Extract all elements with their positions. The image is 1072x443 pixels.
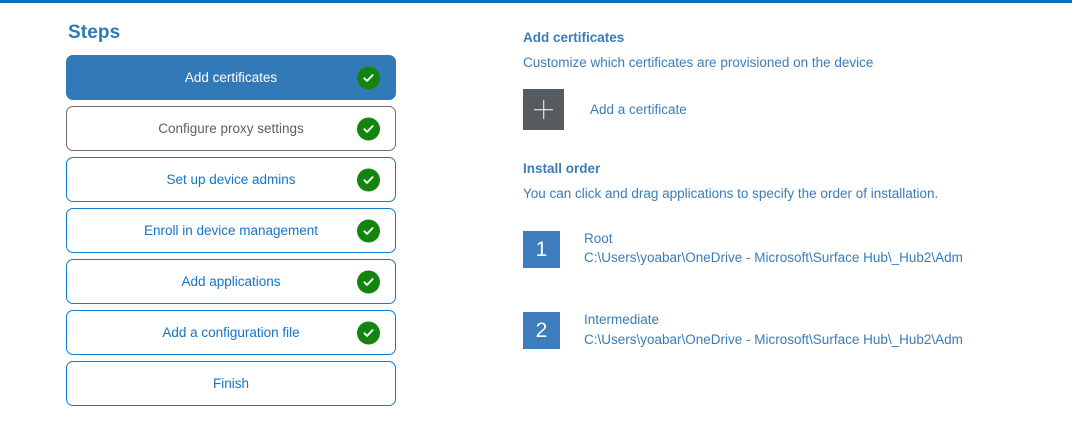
check-circle-icon [357,270,380,293]
add-certificates-heading: Add certificates [523,30,625,45]
step-button-set-up-device-admins[interactable]: Set up device admins [66,157,396,202]
step-button-add-a-configuration-file[interactable]: Add a configuration file [66,310,396,355]
add-a-certificate-button[interactable]: Add a certificate [523,89,687,131]
install-order-heading: Install order [523,161,601,177]
check-circle-icon [357,219,380,242]
step-label: Add a configuration file [162,324,300,340]
add-a-certificate-label: Add a certificate [590,102,687,118]
install-order-number-badge: 2 [523,311,560,349]
step-label: Finish [212,375,249,391]
step-button-add-certificates[interactable]: Add certificates [66,55,396,100]
detail-panel: Add certificates Customize which certifi… [523,30,1043,393]
check-circle-icon [357,168,380,191]
step-button-add-applications[interactable]: Add applications [66,259,396,304]
step-label: Add applications [181,273,281,289]
install-order-path: C:\Users\yoabar\OneDrive - Microsoft\Sur… [584,250,963,266]
top-accent-bar [0,0,1072,3]
steps-title: Steps [68,22,121,43]
install-order-number-badge: 1 [523,230,560,268]
add-certificates-description: Customize which certificates are provisi… [523,54,874,70]
install-order-description: You can click and drag applications to s… [523,186,939,202]
step-button-enroll-in-device-management[interactable]: Enroll in device management [66,208,396,253]
step-label: Enroll in device management [143,222,319,238]
check-circle-icon [357,117,380,140]
step-button-configure-proxy-settings[interactable]: Configure proxy settings [66,106,396,151]
step-label: Add certificates [184,69,278,85]
add-certificates-section: Add certificates Customize which certifi… [523,30,1043,131]
install-order-name: Root [584,230,613,246]
step-label: Configure proxy settings [158,120,304,136]
check-circle-icon [357,321,380,344]
plus-icon [523,89,564,131]
step-label: Set up device admins [166,171,296,187]
check-circle-icon [357,66,380,89]
install-order-name: Intermediate [584,311,660,327]
install-order-path: C:\Users\yoabar\OneDrive - Microsoft\Sur… [584,331,963,347]
install-order-section: Install order You can click and drag app… [523,161,1043,349]
step-button-finish[interactable]: Finish [66,361,396,406]
